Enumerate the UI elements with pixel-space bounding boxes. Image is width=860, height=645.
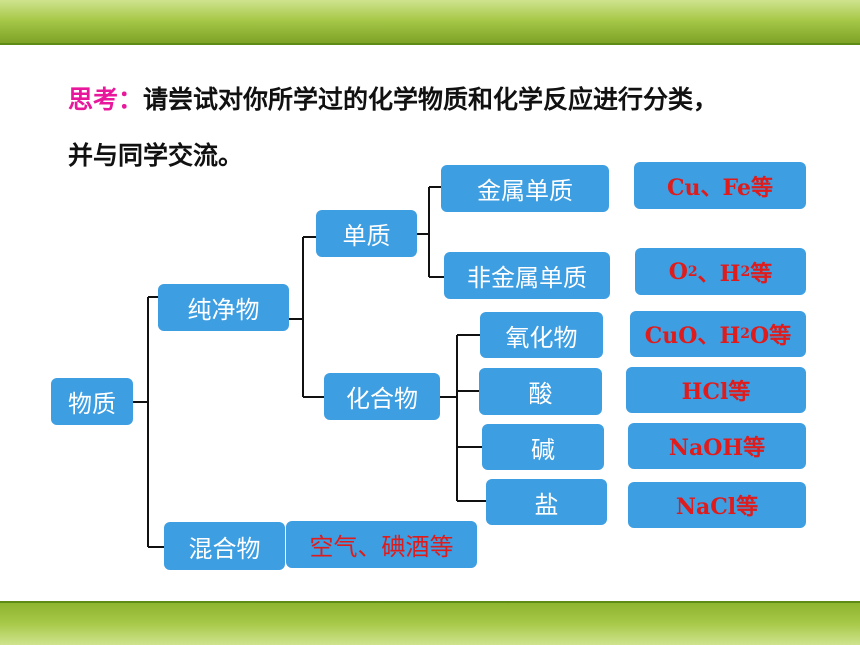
prompt-line-2: 并与同学交流。 <box>68 141 244 170</box>
subscript: 2 <box>740 263 751 280</box>
example-nonmetal-h: 、H <box>697 260 741 287</box>
node-base: 碱 <box>482 424 604 470</box>
example-mixture: 空气、碘酒等 <box>286 521 477 568</box>
node-substance: 物质 <box>51 378 133 425</box>
node-nonmetal-element: 非金属单质 <box>444 252 610 299</box>
node-oxide: 氧化物 <box>480 312 603 358</box>
node-element: 单质 <box>316 210 417 257</box>
node-mixture: 混合物 <box>164 522 285 570</box>
prompt-label: 思考： <box>68 85 144 114</box>
bottom-band-line <box>0 601 860 603</box>
node-acid: 酸 <box>479 368 602 415</box>
prompt-text-1: 请尝试对你所学过的化学物质和化学反应进行分类， <box>143 85 719 114</box>
node-salt: 盐 <box>486 479 607 525</box>
top-decor-band <box>0 0 860 43</box>
subscript: 2 <box>740 326 751 342</box>
example-nonmetal-o: O <box>668 258 688 285</box>
example-oxide-end: O等 <box>750 323 792 349</box>
node-compound: 化合物 <box>324 373 440 420</box>
example-metal: Cu、Fe等 <box>634 162 806 209</box>
node-pure-substance: 纯净物 <box>158 284 289 331</box>
example-salt: NaCl等 <box>628 482 806 528</box>
top-band-line <box>0 43 860 45</box>
node-metal-element: 金属单质 <box>441 165 609 212</box>
subscript: 2 <box>687 263 698 280</box>
example-base: NaOH等 <box>628 423 806 469</box>
bottom-decor-band <box>0 603 860 645</box>
example-acid: HCl等 <box>626 367 806 413</box>
prompt-line-1: 思考：请尝试对你所学过的化学物质和化学反应进行分类， <box>68 72 828 128</box>
example-oxide-cuo: CuO、H <box>644 323 741 349</box>
example-nonmetal-end: 等 <box>750 260 773 287</box>
